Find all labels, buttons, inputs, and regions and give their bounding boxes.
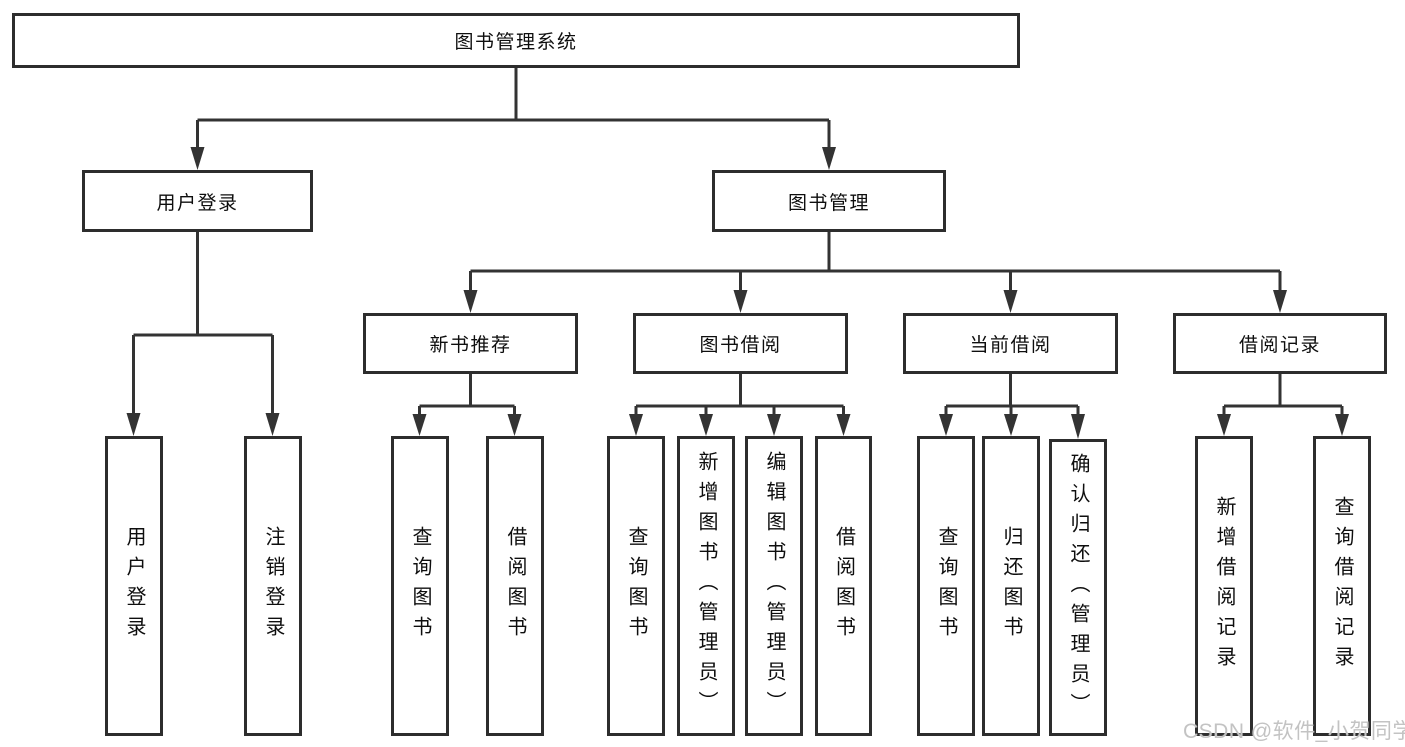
node-leaf-logout-label: 注销登录: [262, 526, 284, 646]
node-new-book-recommend: 新书推荐: [363, 313, 578, 374]
node-leaf-query-books-current-label: 查询图书: [935, 526, 957, 646]
node-leaf-borrow-books-recommend-label: 借阅图书: [504, 526, 526, 646]
node-user-login: 用户登录: [82, 170, 313, 232]
node-book-borrow: 图书借阅: [633, 313, 848, 374]
node-borrow-records: 借阅记录: [1173, 313, 1387, 374]
node-leaf-confirm-return-admin-label: 确认归还（管理员）: [1067, 452, 1089, 723]
connector-current-to-leaves: [944, 374, 1080, 414]
node-leaf-borrow-books-borrow-label: 借阅图书: [832, 526, 855, 646]
node-book-mgmt-label: 图书管理: [787, 192, 870, 214]
node-leaf-query-books-borrow-label: 查询图书: [625, 526, 647, 646]
node-leaf-add-book-admin: 新增图书（管理员）: [677, 436, 735, 736]
node-borrow-records-label: 借阅记录: [1238, 335, 1321, 356]
node-leaf-query-books-recommend-label: 查询图书: [409, 526, 431, 646]
watermark: CSDN @软件_小贺同学: [1183, 720, 1405, 743]
connector-mgmt-to-level3: [469, 232, 1282, 290]
node-leaf-borrow-books-borrow: 借阅图书: [815, 436, 872, 736]
node-leaf-query-borrow-record: 查询借阅记录: [1313, 436, 1371, 736]
node-leaf-query-books-borrow: 查询图书: [607, 436, 665, 736]
node-leaf-logout: 注销登录: [244, 436, 302, 736]
node-leaf-add-borrow-record-label: 新增借阅记录: [1213, 496, 1235, 676]
node-leaf-borrow-books-recommend: 借阅图书: [486, 436, 544, 736]
node-leaf-query-borrow-record-label: 查询借阅记录: [1331, 496, 1353, 676]
connector-recommend-to-leaves: [418, 374, 516, 414]
node-root: 图书管理系统: [12, 13, 1020, 68]
node-book-mgmt: 图书管理: [712, 170, 946, 232]
connector-records-to-leaves: [1222, 374, 1344, 414]
node-current-borrow-label: 当前借阅: [969, 335, 1052, 356]
node-leaf-return-book: 归还图书: [982, 436, 1040, 736]
node-leaf-add-borrow-record: 新增借阅记录: [1195, 436, 1253, 736]
node-new-book-recommend-label: 新书推荐: [429, 335, 512, 356]
node-leaf-return-book-label: 归还图书: [1000, 526, 1022, 646]
node-root-label: 图书管理系统: [454, 32, 578, 53]
connector-root-to-level2: [196, 68, 831, 147]
node-leaf-edit-book-admin: 编辑图书（管理员）: [745, 436, 803, 736]
connector-login-to-leaves: [132, 232, 274, 413]
node-leaf-user-login: 用户登录: [105, 436, 163, 736]
node-user-login-label: 用户登录: [156, 192, 239, 214]
node-current-borrow: 当前借阅: [903, 313, 1118, 374]
connector-borrow-to-leaves: [634, 374, 845, 414]
node-leaf-confirm-return-admin: 确认归还（管理员）: [1049, 439, 1107, 736]
node-leaf-edit-book-admin-label: 编辑图书（管理员）: [763, 451, 785, 721]
node-leaf-query-books-current: 查询图书: [917, 436, 975, 736]
node-leaf-query-books-recommend: 查询图书: [391, 436, 449, 736]
node-book-borrow-label: 图书借阅: [699, 335, 782, 356]
node-leaf-user-login-label: 用户登录: [123, 526, 145, 646]
node-leaf-add-book-admin-label: 新增图书（管理员）: [695, 451, 717, 721]
